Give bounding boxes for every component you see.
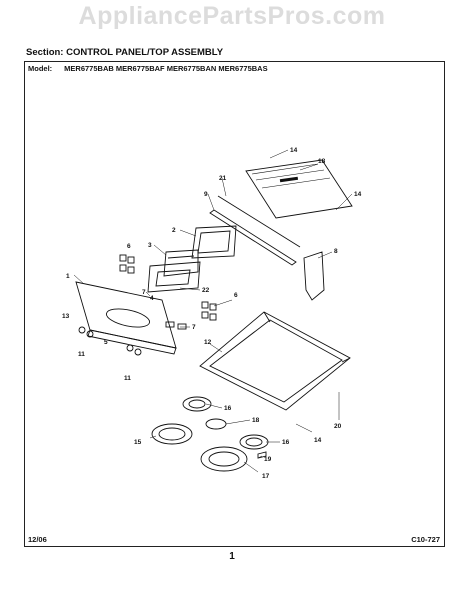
display-window-part xyxy=(191,225,237,259)
footer-date: 12/06 xyxy=(28,535,47,544)
section-title: Section: CONTROL PANEL/TOP ASSEMBLY xyxy=(26,47,224,58)
burner-parts xyxy=(151,396,269,472)
control-bezel-part xyxy=(147,261,201,293)
page-number: 1 xyxy=(229,551,235,562)
callout-2: 2 xyxy=(172,227,176,234)
callout-1: 1 xyxy=(66,273,70,280)
callout-9: 9 xyxy=(204,191,208,198)
callout-3: 3 xyxy=(148,242,152,249)
side-bracket-part xyxy=(303,251,325,301)
callout-19: 19 xyxy=(264,456,272,463)
callout-16a: 16 xyxy=(224,405,232,412)
callout-14a: 14 xyxy=(290,147,298,154)
model-label: Model: xyxy=(28,64,53,73)
callout-7a: 7 xyxy=(142,289,146,296)
callout-6b: 6 xyxy=(234,292,238,299)
callout-6a: 6 xyxy=(127,243,131,250)
callout-16b: 16 xyxy=(282,439,290,446)
callout-4: 4 xyxy=(150,295,154,302)
rod-parts xyxy=(209,195,301,266)
callout-22: 22 xyxy=(202,287,210,294)
callout-20: 20 xyxy=(334,423,342,430)
model-line: Model: MER6775BAB MER6775BAF MER6775BAN M… xyxy=(28,64,268,73)
callout-11b: 11 xyxy=(124,375,131,382)
main-control-panel-part xyxy=(75,281,177,355)
callout-14b: 14 xyxy=(354,191,362,198)
callout-12: 12 xyxy=(204,339,212,346)
callout-7b: 7 xyxy=(192,324,196,331)
model-numbers: MER6775BAB MER6775BAF MER6775BAN MER6775… xyxy=(64,64,268,73)
callout-11a: 11 xyxy=(78,351,85,358)
switch-parts xyxy=(119,254,217,330)
callout-13: 13 xyxy=(62,313,70,320)
callout-8: 8 xyxy=(334,248,338,255)
callout-21: 21 xyxy=(219,175,227,182)
watermark: AppliancePartsPros.com xyxy=(78,2,386,30)
cooktop-part xyxy=(199,311,351,411)
callout-5: 5 xyxy=(104,339,108,346)
footer-code: C10-727 xyxy=(411,535,440,544)
leader-lines xyxy=(73,149,353,473)
callout-18b: 18 xyxy=(252,417,260,424)
callout-18a: 18 xyxy=(318,158,326,165)
callout-15: 15 xyxy=(134,439,142,446)
rear-bracket-part xyxy=(245,159,353,219)
electronic-control-part xyxy=(163,249,199,277)
callout-14c: 14 xyxy=(314,437,322,444)
knob-parts xyxy=(78,326,142,356)
callout-17: 17 xyxy=(262,473,270,480)
diagram-frame xyxy=(24,61,445,547)
